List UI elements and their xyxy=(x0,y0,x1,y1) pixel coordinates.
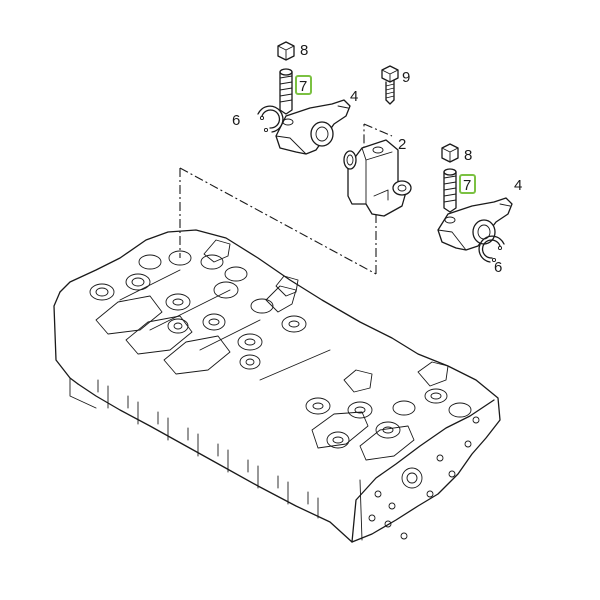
lock-nut-right xyxy=(441,143,459,163)
adjusting-screw-left xyxy=(279,68,293,115)
cylinder-head xyxy=(53,229,501,543)
callout-6-left: 6 xyxy=(232,112,240,129)
rocker-arm-left xyxy=(275,99,351,155)
lock-nut-left xyxy=(277,41,295,61)
callout-4-right: 4 xyxy=(514,177,522,194)
circlip-left xyxy=(257,105,284,133)
callout-4-left: 4 xyxy=(350,88,358,105)
callout-2: 2 xyxy=(398,136,406,153)
callout-9: 9 xyxy=(402,69,410,86)
rocker-bracket xyxy=(343,139,412,217)
adjusting-screw-right xyxy=(443,168,457,213)
callout-7-right: 7 xyxy=(463,177,471,194)
circlip-right xyxy=(478,235,505,263)
valve-pockets-right xyxy=(305,361,472,461)
highlight-box-7-left xyxy=(295,75,312,95)
callout-6-right: 6 xyxy=(494,259,502,276)
bracket-bolt xyxy=(381,65,399,105)
callouts: 8 7 9 4 6 2 8 7 4 6 xyxy=(232,42,522,276)
highlight-box-7-right xyxy=(459,174,476,194)
callout-8-left: 8 xyxy=(300,42,308,59)
callout-8-right: 8 xyxy=(464,147,472,164)
valve-pockets xyxy=(89,239,307,375)
callout-7-left: 7 xyxy=(299,78,307,95)
rocker-arm-right xyxy=(437,197,513,251)
